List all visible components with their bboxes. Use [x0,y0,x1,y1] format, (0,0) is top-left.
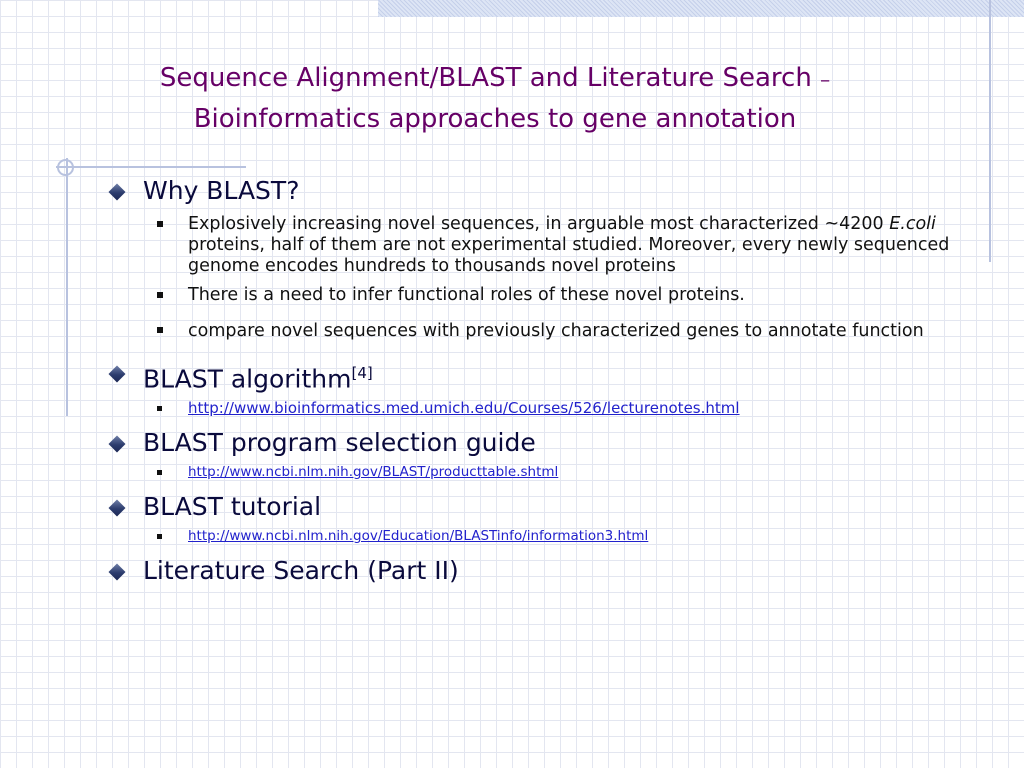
square-bullet-icon [157,406,162,412]
section-blast-algorithm: BLAST algorithm[4] [104,358,964,394]
bullet-item: http://www.ncbi.nlm.nih.gov/BLAST/produc… [104,462,964,482]
slide-body: Why BLAST? Explosively increasing novel … [104,170,964,586]
diamond-bullet-icon [108,563,126,581]
section-heading: Literature Search (Part II) [143,556,459,586]
bullet-item: http://www.bioinformatics.med.umich.edu/… [104,398,964,418]
slide-title: Sequence Alignment/BLAST and Literature … [100,58,890,139]
title-dash: – [820,67,831,91]
bullet-text: Explosively increasing novel sequences, … [188,214,890,234]
section-heading: BLAST program selection guide [143,428,536,458]
left-decor-line [66,158,68,416]
bullet-text-continued: proteins, half of them are not experimen… [188,235,950,276]
section-program-selection-guide: BLAST program selection guide [104,428,964,458]
lecture-notes-link[interactable]: http://www.bioinformatics.med.umich.edu/… [188,399,740,418]
blast-info-link[interactable]: http://www.ncbi.nlm.nih.gov/Education/BL… [188,528,649,545]
section-literature-search: Literature Search (Part II) [104,556,964,586]
diamond-bullet-icon [108,183,126,201]
square-bullet-icon [157,292,163,298]
square-bullet-icon [157,221,163,227]
bullet-text: compare novel sequences with previously … [188,321,924,341]
square-bullet-icon [157,327,163,333]
section-blast-tutorial: BLAST tutorial [104,492,964,522]
diamond-bullet-icon [108,365,126,383]
diamond-bullet-icon [108,435,126,453]
decor-circle [57,159,74,176]
diamond-bullet-icon [108,499,126,517]
title-line-1: Sequence Alignment/BLAST and Literature … [159,63,821,93]
section-heading: Why BLAST? [143,176,300,205]
bullet-item: http://www.ncbi.nlm.nih.gov/Education/BL… [104,526,964,546]
bullet-item: There is a need to infer functional role… [104,285,964,306]
section-heading: BLAST algorithm [143,364,352,394]
bullet-item: Explosively increasing novel sequences, … [104,214,964,277]
section-why-blast: Why BLAST? [104,176,964,206]
product-table-link[interactable]: http://www.ncbi.nlm.nih.gov/BLAST/produc… [188,464,559,481]
header-decor-band [378,0,1024,17]
right-decor-line [989,0,991,262]
bullet-italic-text: E.coli [889,214,936,234]
square-bullet-icon [157,470,162,476]
title-underline-decor [56,166,246,168]
bullet-item: compare novel sequences with previously … [104,314,964,348]
bullet-text: There is a need to infer functional role… [188,285,745,305]
title-line-2: Bioinformatics approaches to gene annota… [193,104,797,134]
square-bullet-icon [157,534,162,540]
section-heading: BLAST tutorial [143,492,322,522]
citation-superscript: [4] [351,364,373,382]
